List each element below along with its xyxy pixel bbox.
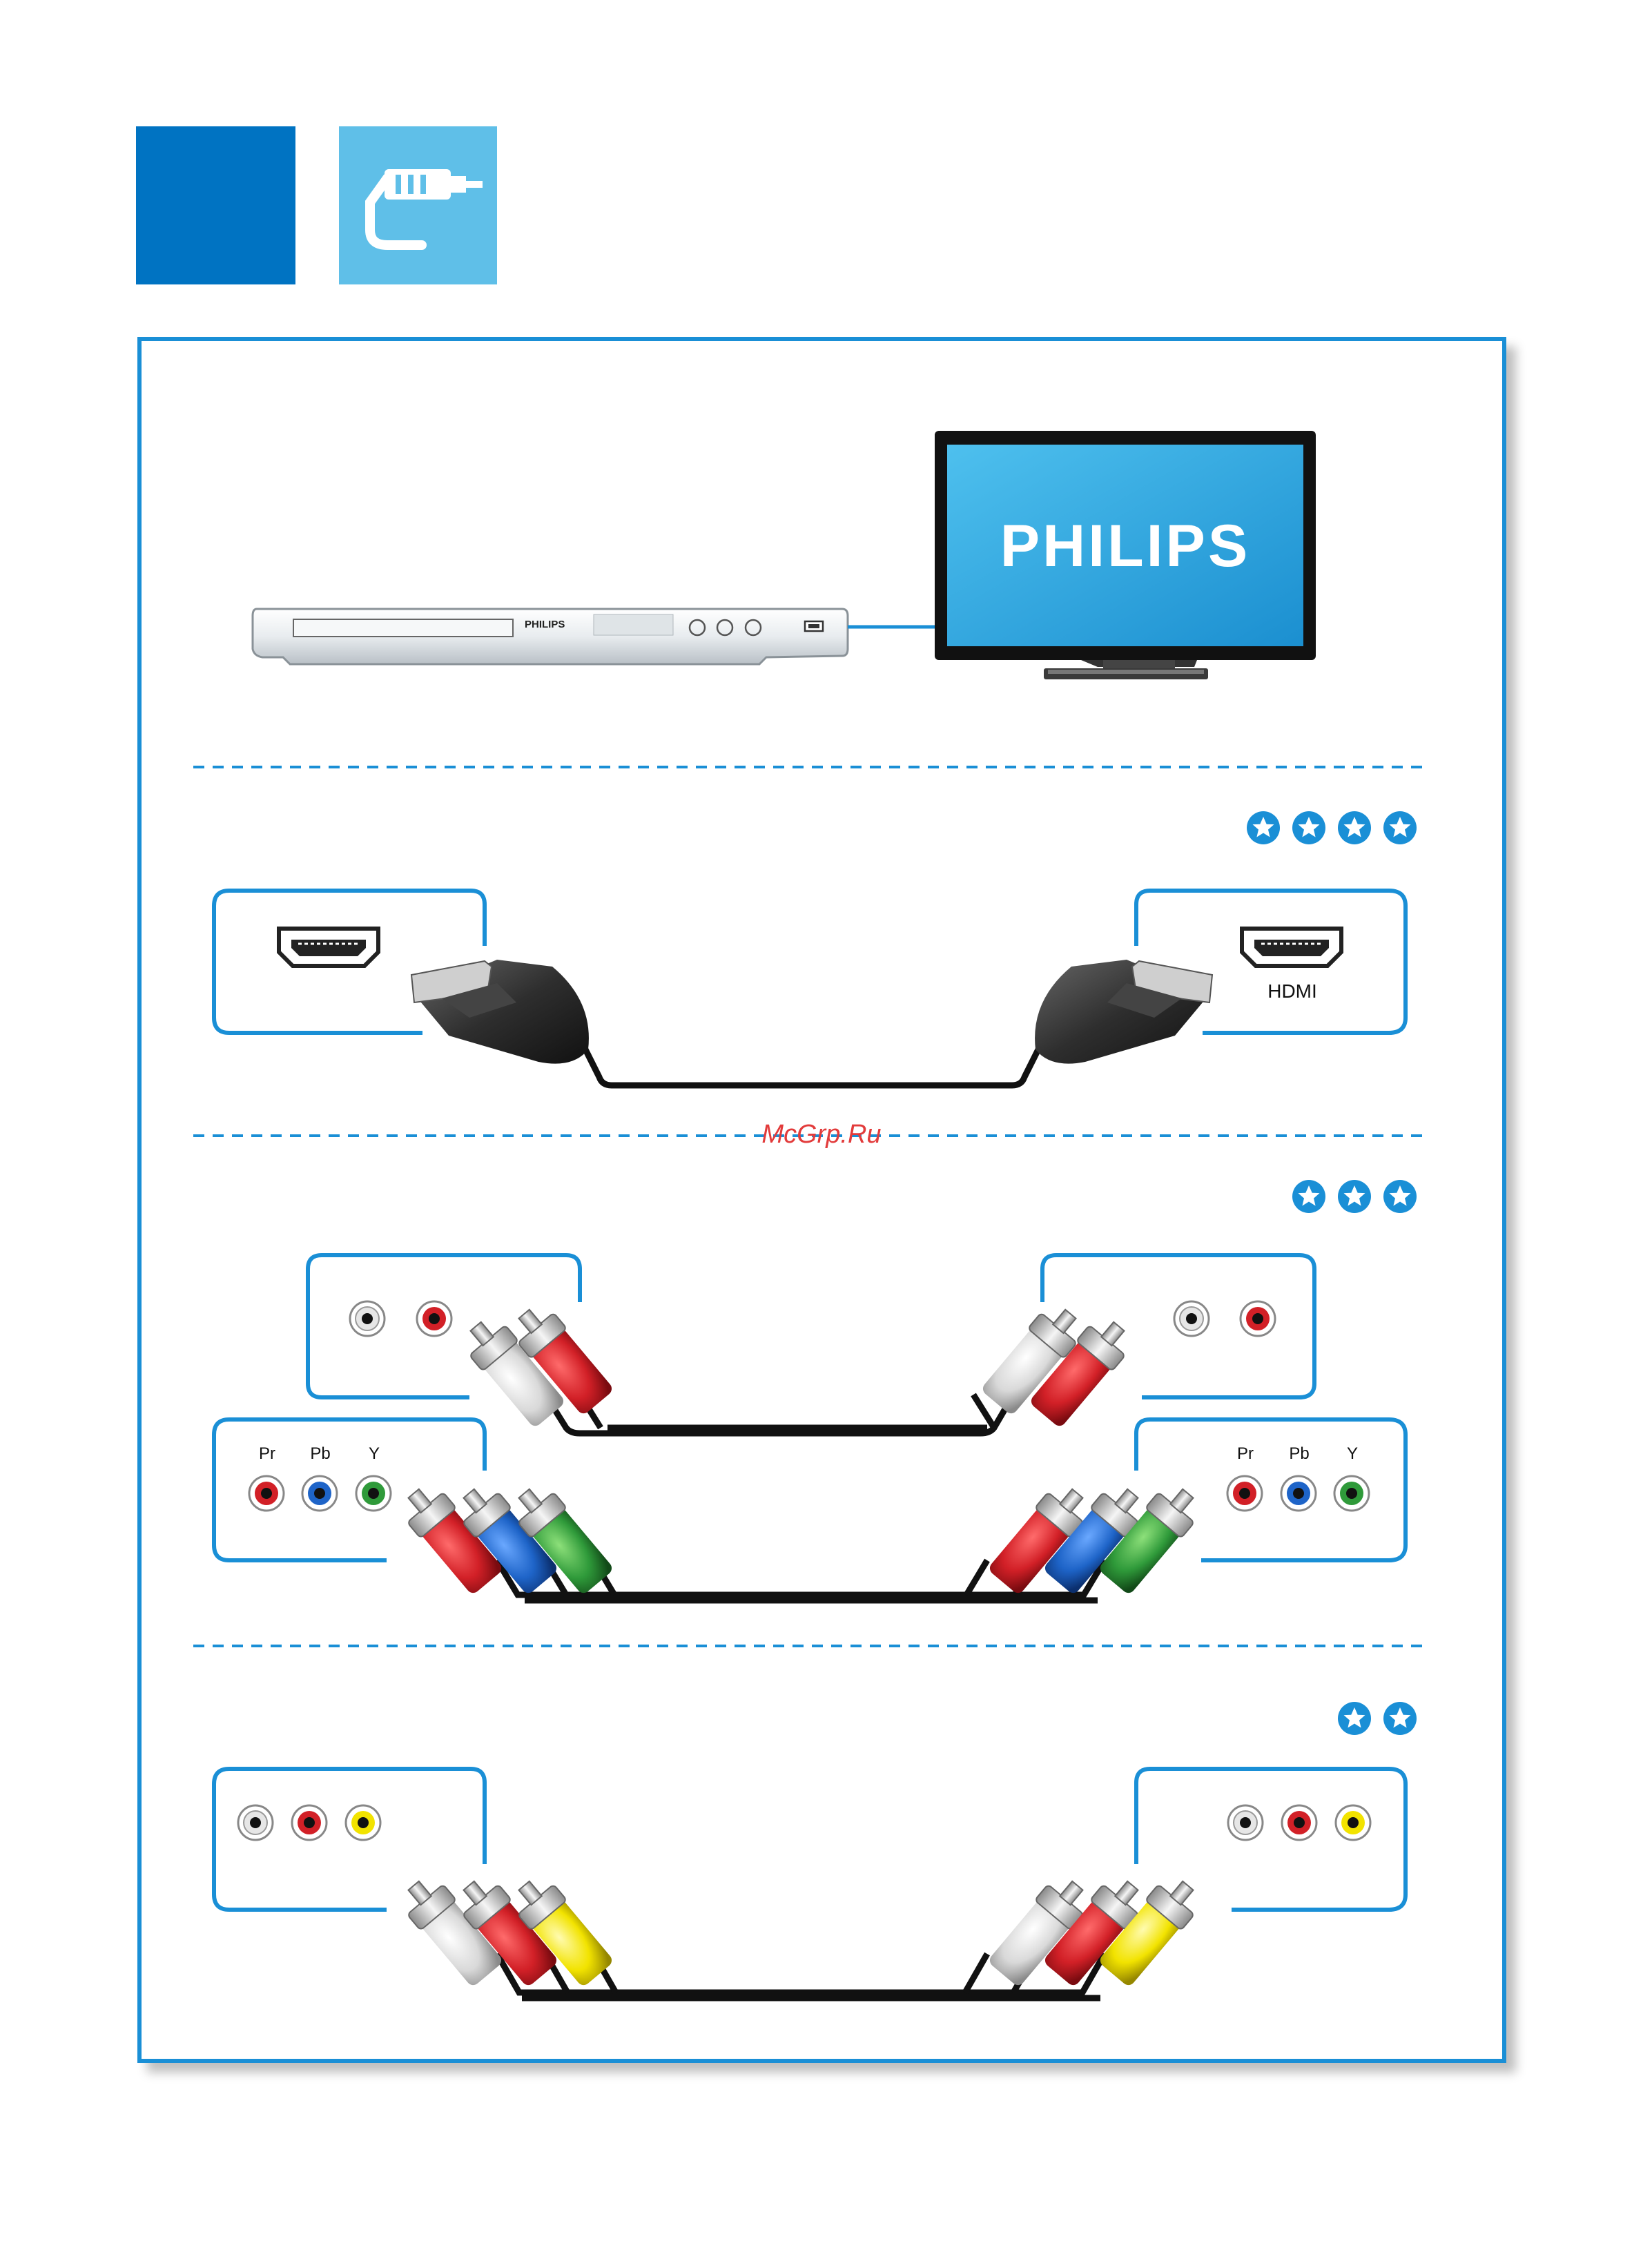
hdmi-port-icon: [279, 929, 378, 966]
pr-label: Pr: [1235, 1444, 1256, 1464]
pr-label: Pr: [257, 1444, 278, 1464]
hdmi-plug-icon: [1035, 960, 1212, 1064]
pr-jack: [249, 1476, 284, 1511]
composite-white-jack: [1228, 1805, 1263, 1840]
rating-star-icon: [1338, 811, 1371, 844]
audio-white-jack: [350, 1301, 385, 1336]
y-label: Y: [364, 1444, 385, 1464]
audio-red-jack: [1241, 1301, 1275, 1336]
y-jack: [356, 1476, 391, 1511]
audio-red-jack: [417, 1301, 451, 1336]
rating-star-icon: [1292, 1180, 1325, 1213]
rating-star-icon: [1383, 811, 1417, 844]
pb-jack: [302, 1476, 337, 1511]
hdmi-port-icon: [1242, 929, 1341, 966]
tv-brand-logo: PHILIPS: [947, 512, 1303, 581]
composite-rating: [1338, 1702, 1417, 1735]
audio-white-jack: [1174, 1301, 1209, 1336]
player-brand-logo: PHILIPS: [525, 619, 573, 630]
hdmi-plug-icon: [411, 960, 589, 1064]
rating-star-icon: [1338, 1702, 1371, 1735]
rating-star-icon: [1383, 1180, 1417, 1213]
pr-jack: [1227, 1476, 1262, 1511]
pb-label: Pb: [1289, 1444, 1310, 1464]
composite-red-jack: [1282, 1805, 1316, 1840]
composite-white-jack: [238, 1805, 273, 1840]
watermark: McGrp.Ru: [718, 1120, 925, 1150]
hdmi-rating: [1247, 811, 1417, 844]
y-jack: [1334, 1476, 1369, 1511]
rating-star-icon: [1383, 1702, 1417, 1735]
pb-label: Pb: [310, 1444, 331, 1464]
rating-star-icon: [1338, 1180, 1371, 1213]
dvd-player: [253, 609, 848, 664]
composite-yellow-jack: [1336, 1805, 1370, 1840]
component-rating: [1292, 1180, 1417, 1213]
composite-yellow-jack: [346, 1805, 380, 1840]
rating-star-icon: [1247, 811, 1280, 844]
rating-star-icon: [1292, 811, 1325, 844]
hdmi-cable: [585, 1049, 1038, 1085]
hdmi-port-label: HDMI: [1265, 980, 1320, 1002]
composite-red-jack: [292, 1805, 327, 1840]
pb-jack: [1281, 1476, 1316, 1511]
y-label: Y: [1342, 1444, 1363, 1464]
